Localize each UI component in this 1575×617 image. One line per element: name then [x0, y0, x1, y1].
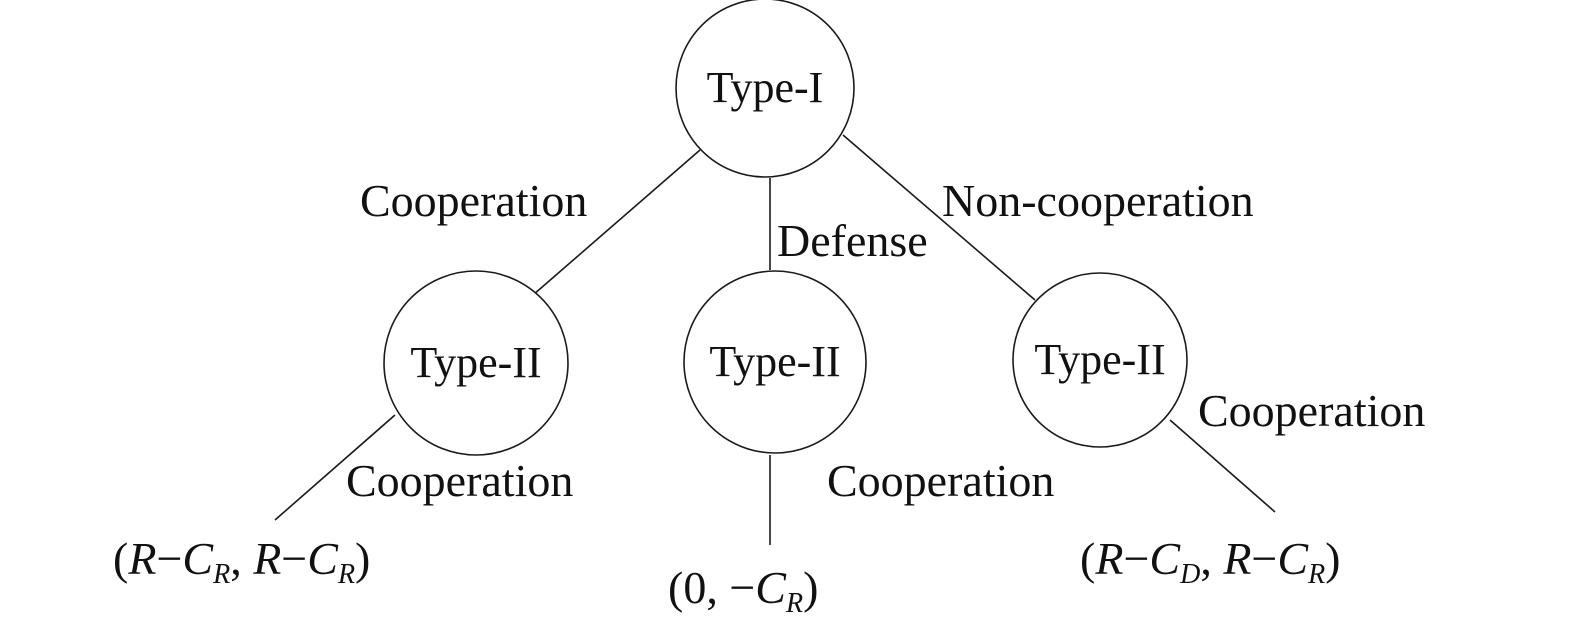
node-right-label: Type-II	[1034, 335, 1165, 384]
node-middle: Type-II	[683, 270, 867, 454]
payoff-right: (R−CD, R−CR)	[1080, 533, 1341, 590]
edge-label-right-leaf: Cooperation	[1198, 385, 1425, 436]
payoff-left-sub1: R	[212, 559, 230, 590]
payoff-right-sub1: D	[1179, 559, 1200, 590]
payoff-left: (R−CR, R−CR)	[113, 533, 370, 590]
node-right-circle	[1012, 272, 1188, 448]
edge-left-leaf	[274, 414, 396, 521]
edge-label-left-leaf: Cooperation	[346, 455, 573, 506]
edge-label-root-left: Cooperation	[360, 175, 587, 226]
payoff-middle-close: )	[803, 562, 818, 613]
edge-label-root-middle: Defense	[777, 215, 928, 266]
payoff-right-sub2: R	[1307, 559, 1325, 590]
payoff-middle: (0, −CR)	[668, 562, 818, 617]
payoff-right-c1: C	[1149, 533, 1181, 584]
payoff-left-c2: C	[307, 533, 339, 584]
edge-right-leaf	[1169, 419, 1276, 513]
payoff-left-r1: R	[127, 533, 156, 584]
payoff-left-close: )	[355, 533, 370, 584]
node-root-label: Type-I	[707, 63, 824, 112]
edge-root-left	[532, 149, 701, 296]
payoff-middle-sub1: R	[785, 588, 803, 617]
payoff-left-comma: ,	[230, 533, 253, 584]
payoff-left-minus2: −	[281, 533, 307, 584]
edge-label-root-right: Non-cooperation	[942, 175, 1254, 226]
payoff-middle-open: (0, −	[668, 562, 755, 613]
payoff-right-minus1: −	[1123, 533, 1149, 584]
edge-root-right	[842, 134, 1036, 301]
payoff-right-open: (	[1080, 533, 1095, 584]
payoff-middle-c1: C	[755, 562, 787, 613]
payoff-left-minus1: −	[156, 533, 182, 584]
node-left: Type-II	[383, 270, 569, 456]
payoff-left-c1: C	[182, 533, 214, 584]
payoff-right-minus2: −	[1251, 533, 1277, 584]
node-left-label: Type-II	[410, 338, 541, 387]
node-left-circle	[383, 270, 569, 456]
payoff-right-r1: R	[1094, 533, 1123, 584]
payoff-right-r2: R	[1222, 533, 1251, 584]
payoff-right-c2: C	[1277, 533, 1309, 584]
node-root-circle	[675, 0, 855, 178]
payoff-left-sub2: R	[337, 559, 355, 590]
payoff-left-open: (	[113, 533, 128, 584]
node-root: Type-I	[675, 0, 855, 178]
payoff-right-comma: ,	[1200, 533, 1223, 584]
node-middle-circle	[683, 270, 867, 454]
payoff-left-r2: R	[252, 533, 281, 584]
node-middle-label: Type-II	[709, 337, 840, 386]
payoff-right-close: )	[1325, 533, 1340, 584]
edge-label-middle-leaf: Cooperation	[827, 455, 1054, 506]
node-right: Type-II	[1012, 272, 1188, 448]
